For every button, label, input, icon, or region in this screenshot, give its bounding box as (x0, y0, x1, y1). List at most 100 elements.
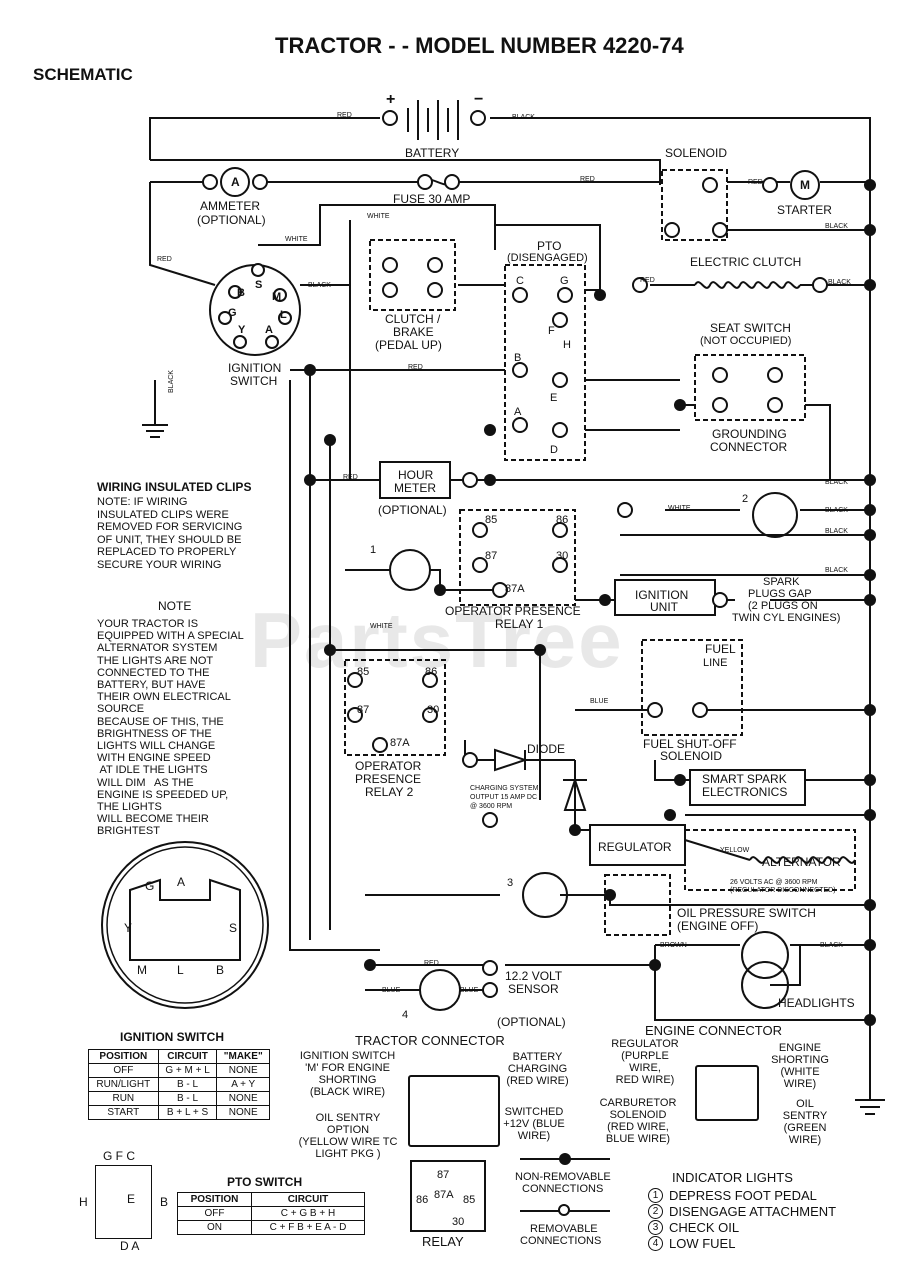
volt-sensor-label-2: SENSOR (508, 982, 559, 996)
wire-black-4: BLACK (828, 279, 851, 286)
tractor-connector-battery-note-line: BATTERY (512, 1051, 563, 1063)
wire-black-9: BLACK (820, 942, 843, 949)
ignition-unit-label-2: UNIT (650, 600, 678, 614)
wire-black-7: BLACK (825, 528, 848, 535)
alternator-note-text-line: BATTERY, BUT HAVE (97, 679, 206, 692)
relay2-label: OPERATOR (355, 759, 422, 773)
clutch-brake-label: CLUTCH / (385, 312, 441, 326)
indicator-3-marker: 3 (507, 877, 514, 889)
ign-pin-l: L (280, 309, 287, 321)
engine-connector-carburetor-note-line: CARBURETOR (599, 1097, 677, 1109)
alternator-note-text-line: WITH ENGINE SPEED (97, 752, 211, 765)
pto-pin-diagram (95, 1165, 152, 1239)
smart-spark-label-2: ELECTRONICS (702, 785, 788, 799)
alternator-note-text-line: AT IDLE THE LIGHTS (97, 764, 208, 777)
alternator-note-text-line: BECAUSE OF THIS, THE (97, 715, 224, 728)
indicator-light-text: LOW FUEL (669, 1235, 736, 1251)
engine-connector-carburetor-note-line: BLUE WIRE) (605, 1133, 671, 1145)
ign-pin-b: B (237, 287, 245, 299)
relay1-pin-86: 86 (556, 514, 569, 526)
relay1-label-2: RELAY 1 (495, 617, 544, 631)
battery-plus: + (386, 91, 396, 108)
alternator-note: 26 VOLTS AC @ 3600 RPM (730, 879, 818, 886)
ignition-table-cell: RUN/LIGHT (88, 1077, 159, 1092)
fuel-label: FUEL (705, 642, 736, 656)
wire-blue-1: BLUE (590, 698, 609, 705)
alternator-note-2: (REGULATOR DISCONNECTED) (730, 887, 836, 894)
indicator-number-icon: 2 (648, 1203, 663, 1219)
ignition-table-title: IGNITION SWITCH (120, 1030, 224, 1044)
engine-connector-carburetor-note-line: SOLENOID (609, 1109, 667, 1121)
ignition-unit-label: IGNITION (635, 588, 689, 602)
relay-legend-87: 87 (437, 1169, 450, 1181)
ignition-table-header: "MAKE" (216, 1049, 270, 1064)
ign-pin-g: G (228, 307, 237, 319)
volt-sensor-label: 12.2 VOLT (505, 969, 563, 983)
pto-pin-bottom: D A (120, 1239, 140, 1253)
pto-pin-a: A (514, 406, 522, 418)
battery-minus: − (474, 91, 484, 108)
wire-red-8: RED (424, 960, 439, 967)
plug-pin-m: M (137, 963, 147, 977)
removable-circle (558, 1204, 570, 1216)
clips-note-line: REMOVED FOR SERVICING (97, 521, 243, 533)
alternator-note-text-line: EQUIPPED WITH A SPECIAL (97, 630, 244, 643)
tractor-connector-plug (408, 1075, 500, 1147)
relay1-pin-30: 30 (556, 550, 569, 562)
removable-label-2: CONNECTIONS (520, 1235, 602, 1247)
wire-yellow: YELLOW (720, 847, 750, 854)
relay-legend-label: RELAY (422, 1234, 464, 1249)
ign-pin-m: M (272, 291, 282, 303)
engine-connector-plug (695, 1065, 759, 1121)
tractor-connector-battery-note-line: (RED WIRE) (506, 1075, 569, 1087)
alternator-note-text-line: LIGHTS WILL CHANGE (97, 740, 216, 753)
wire-red-1: RED (337, 112, 352, 119)
ignition-table-cell: OFF (88, 1063, 159, 1078)
wire-white-3: WHITE (668, 505, 691, 512)
alternator-note-text-line: ENGINE IS SPEEDED UP, (97, 788, 229, 801)
engine-connector-regulator-note-line: REGULATOR (611, 1038, 679, 1050)
plug-pin-s: S (229, 921, 238, 935)
grounding-label-2: CONNECTOR (710, 440, 788, 454)
tractor-connector-oil-note-line: (YELLOW WIRE TC (298, 1136, 398, 1148)
tractor-connector-ignition-note-line: (BLACK WIRE) (309, 1086, 386, 1098)
indicator-2-marker: 2 (742, 493, 749, 505)
ammeter-symbol: A (231, 175, 240, 189)
non-removable-label-2: CONNECTIONS (522, 1183, 604, 1195)
charging-note-3: @ 3600 RPM (470, 803, 513, 810)
pto-pin-b-label: B (160, 1195, 169, 1209)
wire-red-7: RED (343, 474, 358, 481)
alternator-note-text-line: WILL DIM AS THE (97, 776, 194, 789)
indicator-light-text: CHECK OIL (669, 1219, 740, 1235)
wire-white-1: WHITE (367, 213, 390, 220)
engine-connector-title: ENGINE CONNECTOR (645, 1023, 782, 1038)
starter-symbol: M (800, 178, 810, 192)
clips-note-line: NOTE: IF WIRING (97, 496, 188, 508)
engine-connector-shorting-note-line: (WHITE (780, 1066, 820, 1078)
relay1-pin-87: 87 (485, 550, 498, 562)
charging-note-2: OUTPUT 15 AMP DC (470, 794, 538, 801)
grounding-label: GROUNDING (712, 427, 787, 441)
indicator-lights-title: INDICATOR LIGHTS (672, 1170, 793, 1185)
relay2-pin-30: 30 (427, 704, 440, 716)
tractor-connector-oil-note-line: OIL SENTRY (315, 1112, 381, 1124)
relay-legend-box (410, 1160, 486, 1232)
spark-label-3: (2 PLUGS ON (748, 600, 818, 612)
engine-connector-carburetor-note-line: (RED WIRE, (607, 1121, 669, 1133)
tractor-connector-oil-note-line: OPTION (326, 1124, 370, 1136)
relay-legend-85: 85 (463, 1194, 476, 1206)
engine-connector-oil-note-line: OIL (796, 1098, 814, 1110)
spark-label-2: PLUGS GAP (748, 588, 812, 600)
pto-pin-e: E (550, 392, 558, 404)
